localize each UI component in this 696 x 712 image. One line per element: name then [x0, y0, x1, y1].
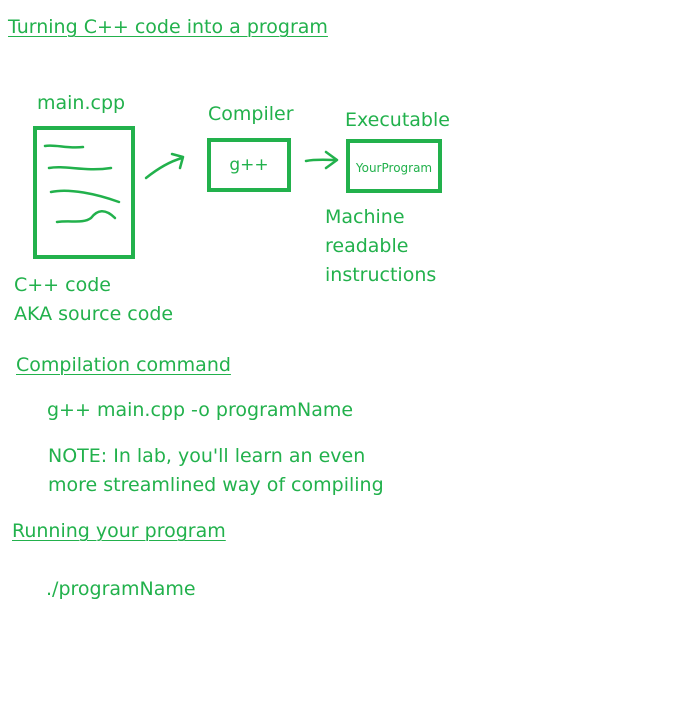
compiler-box: g++: [207, 138, 291, 192]
source-caption-line-2: AKA source code: [14, 303, 174, 325]
code-scribble-1: [43, 144, 85, 149]
compiler-label: Compiler: [208, 103, 294, 125]
scribbled-code-lines: [43, 144, 121, 224]
executable-label: Executable: [345, 109, 450, 131]
compiler-name: g++: [229, 155, 269, 175]
running-command: ./programName: [46, 578, 196, 600]
compilation-command: g++ main.cpp -o programName: [47, 399, 354, 421]
code-scribble-2: [47, 166, 113, 171]
source-file-box: [33, 126, 135, 259]
source-caption-line-1: C++ code: [14, 274, 111, 296]
compilation-note-line-1: NOTE: In lab, you'll learn an even: [48, 445, 366, 467]
executable-name: YourProgram: [355, 161, 433, 175]
executable-caption-line-1: Machine: [325, 206, 405, 228]
arrow-to-compiler-icon: [144, 152, 185, 180]
code-scribble-4: [55, 210, 117, 224]
executable-caption-line-2: readable: [325, 235, 409, 257]
compilation-note-line-2: more streamlined way of compiling: [48, 474, 384, 496]
compilation-heading: Compilation command: [16, 354, 231, 376]
running-heading: Running your program: [12, 520, 226, 542]
code-scribble-3: [49, 189, 121, 204]
source-file-label: main.cpp: [37, 92, 126, 114]
executable-caption-line-3: instructions: [325, 264, 437, 286]
executable-box: YourProgram: [346, 139, 442, 193]
arrow-to-executable-icon: [304, 150, 339, 170]
page-title: Turning C++ code into a program: [8, 16, 328, 38]
